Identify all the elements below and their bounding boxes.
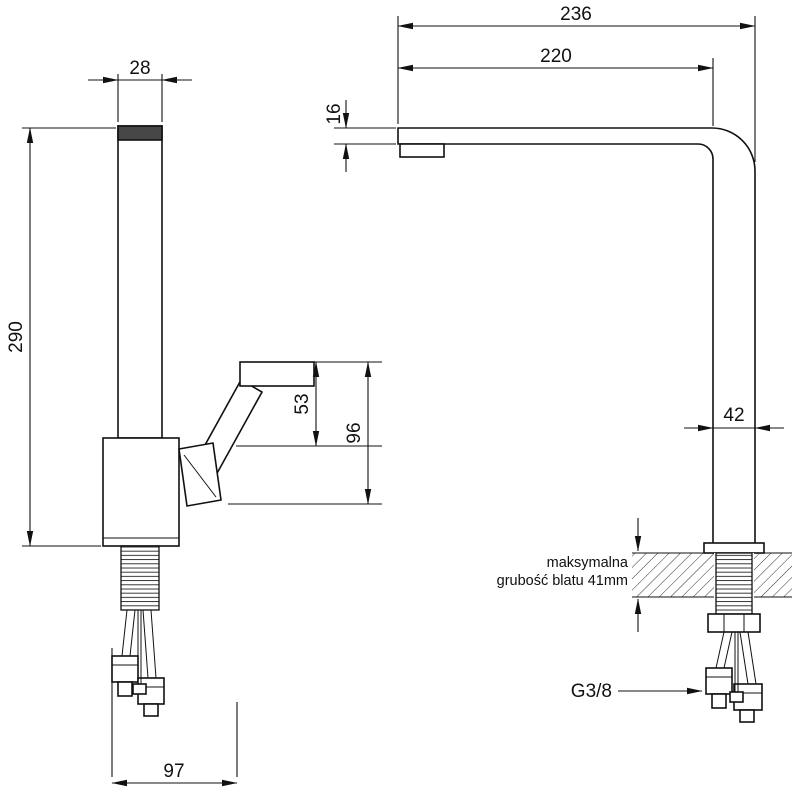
dim-spout-width: 28 — [88, 56, 192, 122]
dim-height: 290 — [4, 127, 116, 547]
base-flange — [703, 542, 765, 554]
dim-counter-thickness: maksymalna grubość blatu 41mm — [497, 518, 642, 632]
dim-label-16: 16 — [324, 103, 345, 124]
dim-spout-thickness: 16 — [322, 100, 396, 172]
hose-nipple — [143, 703, 159, 717]
left-view — [102, 125, 315, 717]
mounting-hardware-left — [111, 609, 165, 717]
dim-label-220: 220 — [540, 46, 572, 67]
hose-nipple — [739, 709, 755, 723]
dim-handle-total: 96 — [228, 361, 382, 505]
dim-base-depth: 97 — [111, 648, 238, 787]
counter-note-line2: grubość blatu 41mm — [497, 573, 628, 589]
dim-label-42: 42 — [723, 405, 744, 426]
threaded-shank-left — [120, 545, 160, 611]
hose-fitting — [111, 655, 139, 683]
faucet-body — [102, 437, 180, 547]
countertop-hatch — [632, 553, 792, 597]
handle-pivot — [178, 442, 222, 507]
threaded-shank-right — [715, 552, 753, 615]
aerator — [399, 143, 445, 158]
faucet-outline-right — [397, 127, 756, 552]
stud-nut — [132, 683, 147, 695]
dim-label-290: 290 — [6, 321, 27, 353]
dim-body-depth: 42 — [684, 403, 784, 432]
pivot-detail-line — [183, 454, 217, 498]
dim-label-53: 53 — [292, 393, 313, 414]
stud-nut — [729, 691, 744, 703]
thread-label: G3/8 — [571, 681, 612, 702]
thread-callout: G3/8 — [568, 679, 703, 705]
dim-label-97: 97 — [163, 761, 184, 782]
dim-handle-length: 53 — [236, 361, 382, 447]
hose-fitting — [705, 667, 733, 695]
dim-label-236: 236 — [560, 4, 592, 25]
counter-note-line1: maksymalna — [547, 555, 629, 571]
hose-nipple — [711, 693, 727, 709]
handle-grip — [239, 361, 315, 387]
dim-total-reach: 236 — [397, 2, 756, 162]
dim-label-28: 28 — [129, 58, 150, 79]
dim-spout-reach: 220 — [397, 44, 714, 126]
right-view — [397, 127, 792, 723]
spout-top-cap — [117, 125, 163, 141]
hose-nipple — [117, 681, 133, 697]
mounting-hardware-right — [705, 631, 763, 723]
faucet-spout-column — [117, 125, 163, 439]
dim-label-96: 96 — [344, 422, 365, 443]
mounting-nut — [707, 613, 761, 633]
